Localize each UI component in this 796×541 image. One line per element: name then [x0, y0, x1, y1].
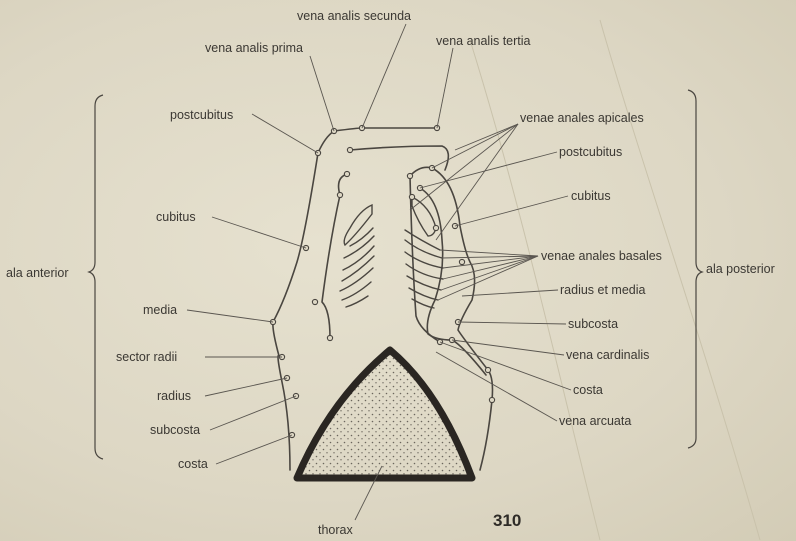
brace-ala-anterior	[89, 95, 103, 459]
label-radius-et-media: radius et media	[560, 283, 646, 297]
label-venae-anales-apicales: venae anales apicales	[520, 111, 644, 125]
label-vena-analis-secunda: vena analis secunda	[297, 9, 411, 23]
label-subcosta-left: subcosta	[150, 423, 200, 437]
label-cubitus-right: cubitus	[571, 189, 611, 203]
label-media: media	[143, 303, 177, 317]
fore-wing-basal-veins	[340, 228, 374, 307]
label-vena-cardinalis: vena cardinalis	[566, 348, 649, 362]
label-sector-radii: sector radii	[116, 350, 177, 364]
brace-ala-posterior	[688, 90, 702, 448]
hind-wing-basal-veins	[405, 230, 443, 308]
fore-wing-anal-loop	[344, 205, 372, 245]
label-cubitus-left: cubitus	[156, 210, 196, 224]
label-costa-left: costa	[178, 457, 208, 471]
label-subcosta-right: subcosta	[568, 317, 618, 331]
label-costa-right: costa	[573, 383, 603, 397]
label-postcubitus-right: postcubitus	[559, 145, 622, 159]
fore-wing-anal-margin	[322, 174, 347, 338]
label-thorax: thorax	[318, 523, 353, 537]
page-number: 310	[493, 511, 521, 530]
label-venae-anales-basales: venae anales basales	[541, 249, 662, 263]
label-ala-anterior: ala anterior	[6, 266, 69, 280]
label-vena-analis-tertia: vena analis tertia	[436, 34, 531, 48]
thorax-shape	[297, 350, 472, 478]
label-vena-arcuata: vena arcuata	[559, 414, 631, 428]
hind-wing-leading-edge	[410, 176, 440, 342]
label-ala-posterior: ala posterior	[706, 262, 775, 276]
hind-wing-anal-loop	[412, 197, 436, 236]
label-postcubitus-left: postcubitus	[170, 108, 233, 122]
label-vena-analis-prima: vena analis prima	[205, 41, 303, 55]
background-crease	[600, 20, 760, 540]
label-radius: radius	[157, 389, 191, 403]
